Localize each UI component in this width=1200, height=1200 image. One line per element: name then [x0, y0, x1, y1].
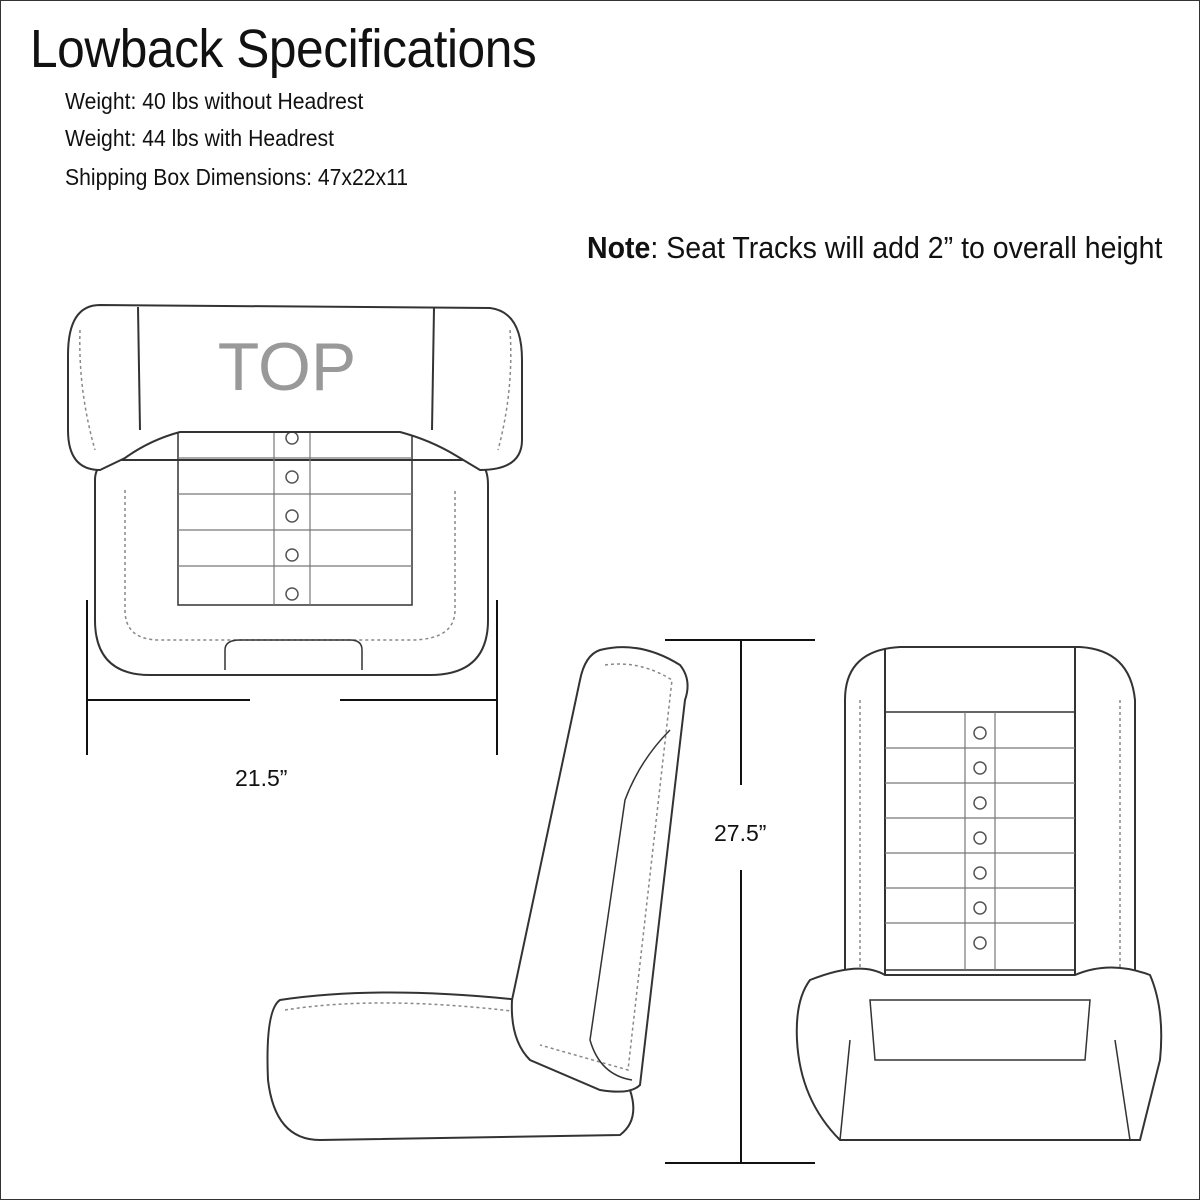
spec-shipping-box: Shipping Box Dimensions: 47x22x11 [65, 164, 409, 190]
height-dimension-line [665, 639, 815, 1164]
top-view-label: TOP [218, 329, 357, 405]
spec-weight-without-headrest: Weight: 40 lbs without Headrest [65, 88, 364, 114]
page-title: Lowback Specifications [30, 19, 537, 79]
spec-weight-with-headrest: Weight: 44 lbs with Headrest [65, 125, 334, 151]
note: Note: Seat Tracks will add 2” to overall… [587, 230, 1162, 266]
note-text: : Seat Tracks will add 2” to overall hei… [649, 230, 1162, 265]
height-dimension-label: 27.5” [714, 820, 767, 846]
side-view-seat [266, 646, 689, 1142]
width-dimension-line [86, 600, 498, 755]
note-label: Note [586, 230, 650, 265]
top-view-seat: TOP [67, 303, 523, 676]
front-view-seat [795, 646, 1163, 1141]
width-dimension-label: 21.5” [235, 765, 288, 791]
